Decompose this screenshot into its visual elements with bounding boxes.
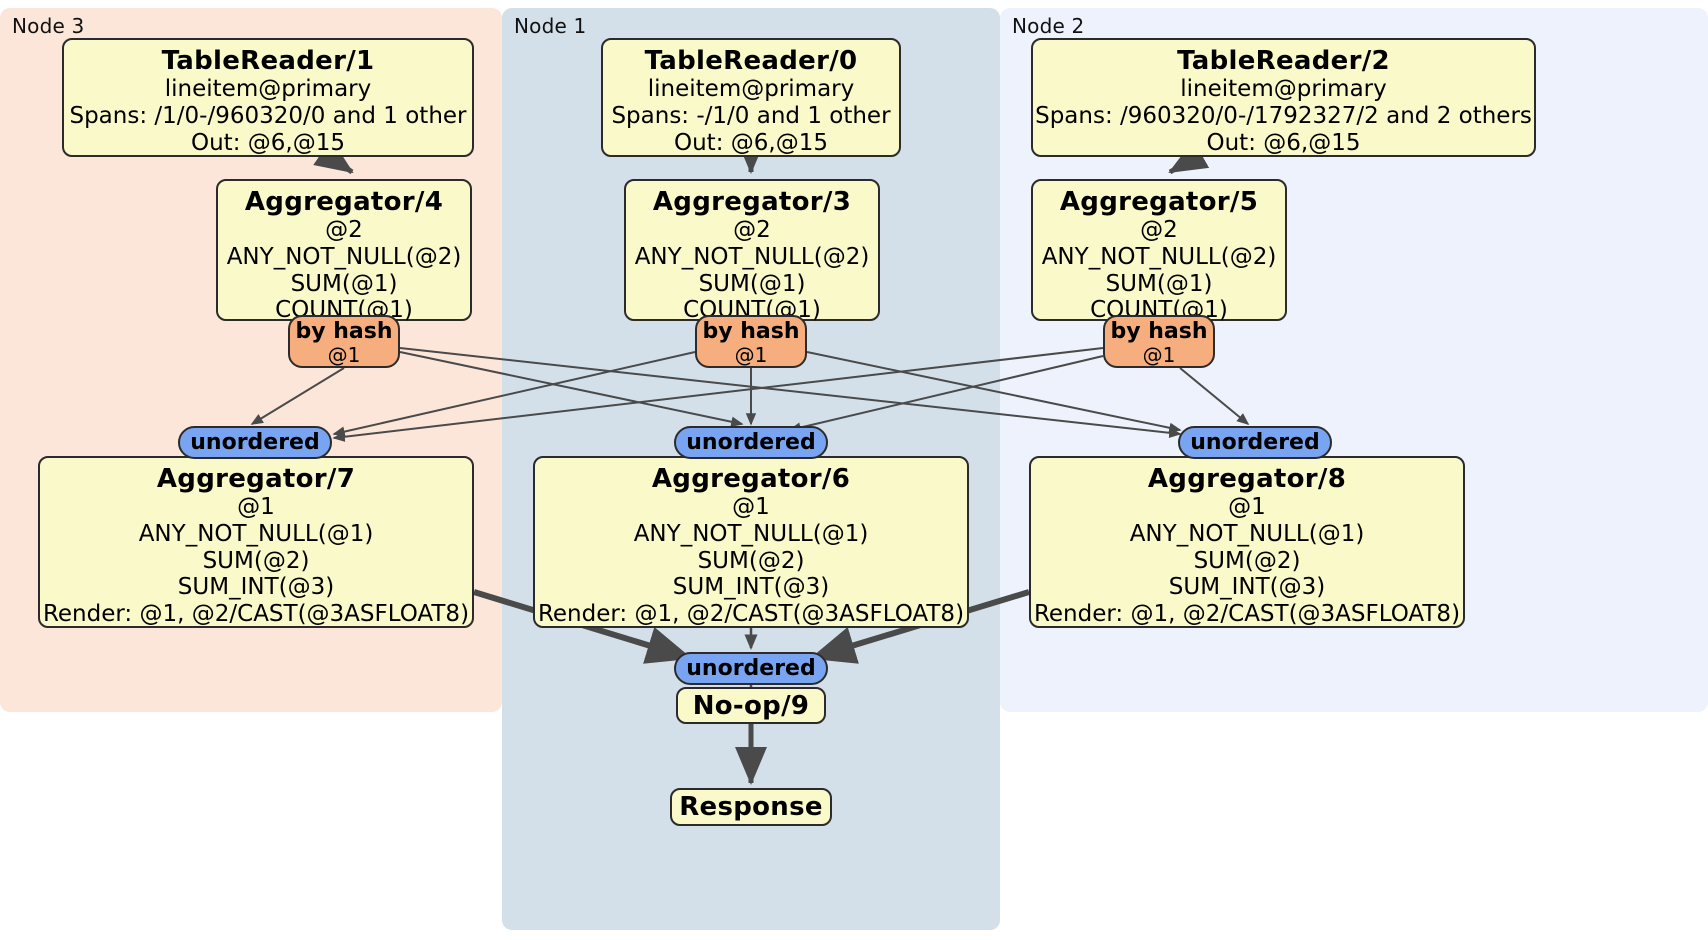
- process-box-line-4: Render: @1, @2/CAST(@3ASFLOAT8): [1033, 600, 1461, 627]
- process-box-title: Aggregator/8: [1147, 464, 1347, 494]
- unordered-synchronizer-badge-unord7[interactable]: unordered: [178, 426, 332, 459]
- process-box-title: Aggregator/7: [156, 464, 356, 494]
- node-label-node2: Node 2: [1012, 14, 1085, 38]
- process-box-line-0: @1: [732, 494, 770, 521]
- process-box-title: Aggregator/5: [1059, 187, 1259, 217]
- unordered-synchronizer-badge-unord6[interactable]: unordered: [674, 426, 828, 459]
- process-box-line-4: Render: @1, @2/CAST(@3ASFLOAT8): [42, 600, 470, 627]
- process-box-line-2: Out: @6,@15: [674, 129, 828, 156]
- process-box-line-0: @2: [325, 217, 363, 244]
- process-box-title: Aggregator/4: [244, 187, 444, 217]
- unordered-badge-label: unordered: [1190, 430, 1320, 455]
- node-label-node3: Node 3: [12, 14, 85, 38]
- process-box-title: TableReader/1: [161, 46, 375, 76]
- process-box-noop9[interactable]: No-op/9: [676, 687, 826, 724]
- process-box-line-1: Spans: -/1/0 and 1 other: [611, 102, 891, 129]
- process-box-line-1: Spans: /1/0-/960320/0 and 1 other: [69, 102, 467, 129]
- hash-badge-title: by hash: [702, 319, 800, 344]
- unordered-synchronizer-badge-unord9[interactable]: unordered: [674, 652, 828, 685]
- process-box-line-0: @2: [733, 217, 771, 244]
- process-box-line-3: SUM_INT(@3): [672, 574, 830, 601]
- process-box-line-2: SUM(@2): [697, 547, 805, 574]
- process-box-line-0: @1: [237, 494, 275, 521]
- process-box-title: Aggregator/3: [652, 187, 852, 217]
- process-box-line-0: @1: [1228, 494, 1266, 521]
- hash-router-badge-hash3[interactable]: by hash@1: [695, 315, 807, 368]
- node-label-node1: Node 1: [514, 14, 587, 38]
- process-box-line-2: Out: @6,@15: [1206, 129, 1361, 156]
- process-box-line-1: ANY_NOT_NULL(@1): [138, 520, 374, 547]
- hash-badge-column: @1: [1142, 343, 1176, 368]
- process-box-title: No-op/9: [692, 691, 810, 721]
- hash-badge-title: by hash: [1110, 319, 1208, 344]
- process-box-title: TableReader/0: [644, 46, 858, 76]
- process-box-line-1: ANY_NOT_NULL(@1): [633, 520, 869, 547]
- process-box-line-0: lineitem@primary: [164, 76, 372, 103]
- process-box-title: Aggregator/6: [651, 464, 851, 494]
- process-box-line-0: lineitem@primary: [647, 76, 855, 103]
- hash-router-badge-hash4[interactable]: by hash@1: [288, 315, 400, 368]
- process-box-line-3: SUM_INT(@3): [177, 574, 335, 601]
- process-box-title: Response: [679, 792, 823, 822]
- process-box-title: TableReader/2: [1177, 46, 1390, 76]
- hash-badge-title: by hash: [295, 319, 393, 344]
- process-box-line-1: ANY_NOT_NULL(@1): [1129, 520, 1365, 547]
- unordered-badge-label: unordered: [686, 656, 816, 681]
- hash-badge-column: @1: [327, 343, 361, 368]
- unordered-badge-label: unordered: [190, 430, 320, 455]
- process-box-line-2: SUM(@1): [290, 270, 398, 297]
- process-box-line-2: SUM(@2): [202, 547, 310, 574]
- unordered-badge-label: unordered: [686, 430, 816, 455]
- process-box-line-0: lineitem@primary: [1180, 76, 1387, 103]
- process-box-line-1: ANY_NOT_NULL(@2): [1041, 243, 1277, 270]
- process-box-line-0: @2: [1140, 217, 1178, 244]
- hash-badge-column: @1: [734, 343, 768, 368]
- process-box-line-4: Render: @1, @2/CAST(@3ASFLOAT8): [537, 600, 965, 627]
- process-box-line-1: ANY_NOT_NULL(@2): [226, 243, 462, 270]
- hash-router-badge-hash5[interactable]: by hash@1: [1103, 315, 1215, 368]
- process-box-line-2: SUM(@1): [1105, 270, 1213, 297]
- process-box-line-2: SUM(@1): [698, 270, 806, 297]
- process-box-line-2: SUM(@2): [1193, 547, 1301, 574]
- process-box-line-1: Spans: /960320/0-/1792327/2 and 2 others: [1035, 102, 1532, 129]
- process-box-line-3: SUM_INT(@3): [1168, 574, 1326, 601]
- unordered-synchronizer-badge-unord8[interactable]: unordered: [1178, 426, 1332, 459]
- process-box-line-2: Out: @6,@15: [191, 129, 345, 156]
- process-box-line-1: ANY_NOT_NULL(@2): [634, 243, 870, 270]
- process-box-response[interactable]: Response: [670, 788, 832, 826]
